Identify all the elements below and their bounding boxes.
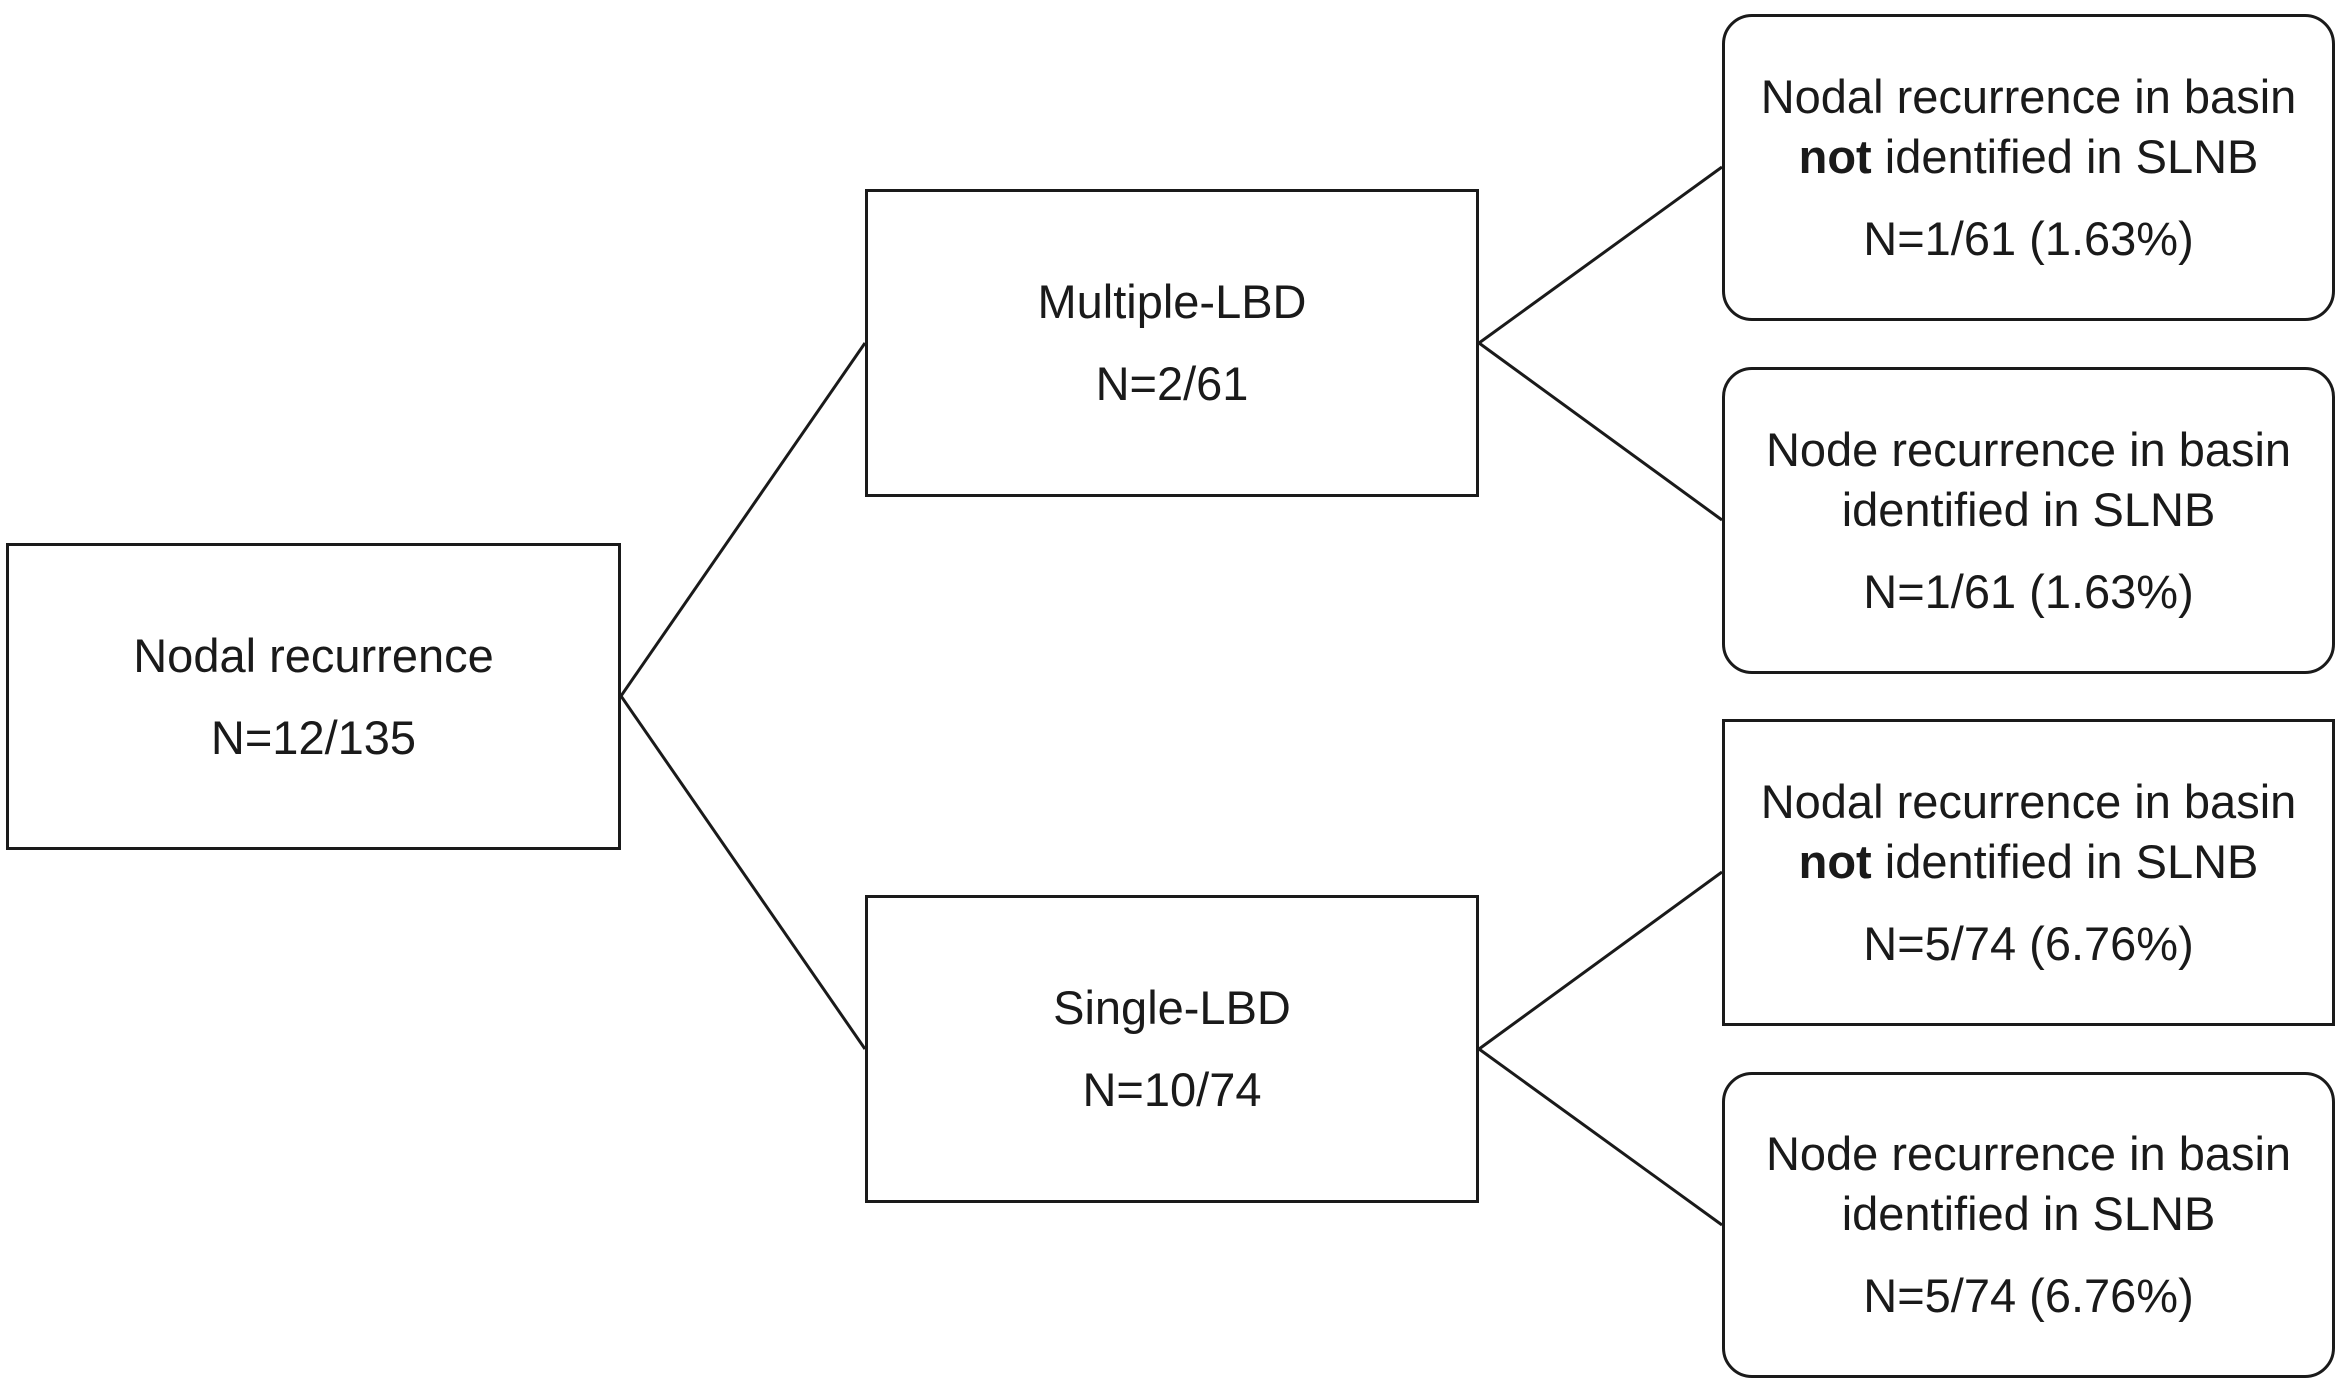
multiple-not-identified-line2-rest: identified in SLNB: [1871, 129, 2259, 183]
single-lbd-box: Single-LBD N=10/74: [865, 895, 1479, 1203]
multiple-not-identified-emphasis: not: [1798, 129, 1872, 183]
single-identified-box: Node recurrence in basin identified in S…: [1722, 1072, 2335, 1378]
multiple-identified-line1: Node recurrence in basin: [1765, 422, 2292, 476]
connector-root-to-multiple: [619, 342, 867, 697]
connector-root-to-single: [619, 695, 867, 1050]
single-not-identified-line2-rest: identified in SLNB: [1871, 834, 2259, 888]
multiple-not-identified-line1: Nodal recurrence in basin: [1760, 69, 2297, 123]
single-not-identified-box: Nodal recurrence in basin not identified…: [1722, 719, 2335, 1026]
multiple-lbd-label: Multiple-LBD: [1037, 275, 1307, 328]
multiple-identified-count: N=1/61 (1.63%): [1863, 564, 2194, 618]
connector-multiple-to-identified: [1478, 341, 1723, 522]
single-lbd-count: N=10/74: [1082, 1063, 1262, 1116]
root-node-label: Nodal recurrence: [133, 628, 494, 682]
single-identified-line2: identified in SLNB: [1841, 1187, 2216, 1240]
multiple-not-identified-count: N=1/61 (1.63%): [1863, 211, 2194, 265]
root-node-count: N=12/135: [210, 710, 417, 764]
single-lbd-label: Single-LBD: [1053, 981, 1291, 1034]
single-identified-count: N=5/74 (6.76%): [1863, 1269, 2194, 1322]
multiple-identified-line2: identified in SLNB: [1841, 482, 2216, 536]
single-not-identified-count: N=5/74 (6.76%): [1863, 916, 2194, 970]
multiple-identified-box: Node recurrence in basin identified in S…: [1722, 367, 2335, 674]
multiple-lbd-box: Multiple-LBD N=2/61: [865, 189, 1479, 497]
root-node-box: Nodal recurrence N=12/135: [6, 543, 621, 850]
connector-single-to-identified: [1478, 1047, 1723, 1227]
single-not-identified-line2: not identified in SLNB: [1799, 832, 2259, 892]
single-not-identified-emphasis: not: [1798, 834, 1872, 888]
multiple-not-identified-box: Nodal recurrence in basin not identified…: [1722, 14, 2335, 321]
single-not-identified-line1: Nodal recurrence in basin: [1760, 774, 2297, 828]
multiple-not-identified-line2: not identified in SLNB: [1799, 127, 2259, 187]
multiple-lbd-count: N=2/61: [1095, 357, 1249, 410]
connector-single-to-not-identified: [1478, 870, 1723, 1051]
single-identified-line1: Node recurrence in basin: [1765, 1127, 2292, 1180]
connector-multiple-to-not-identified: [1478, 165, 1723, 345]
